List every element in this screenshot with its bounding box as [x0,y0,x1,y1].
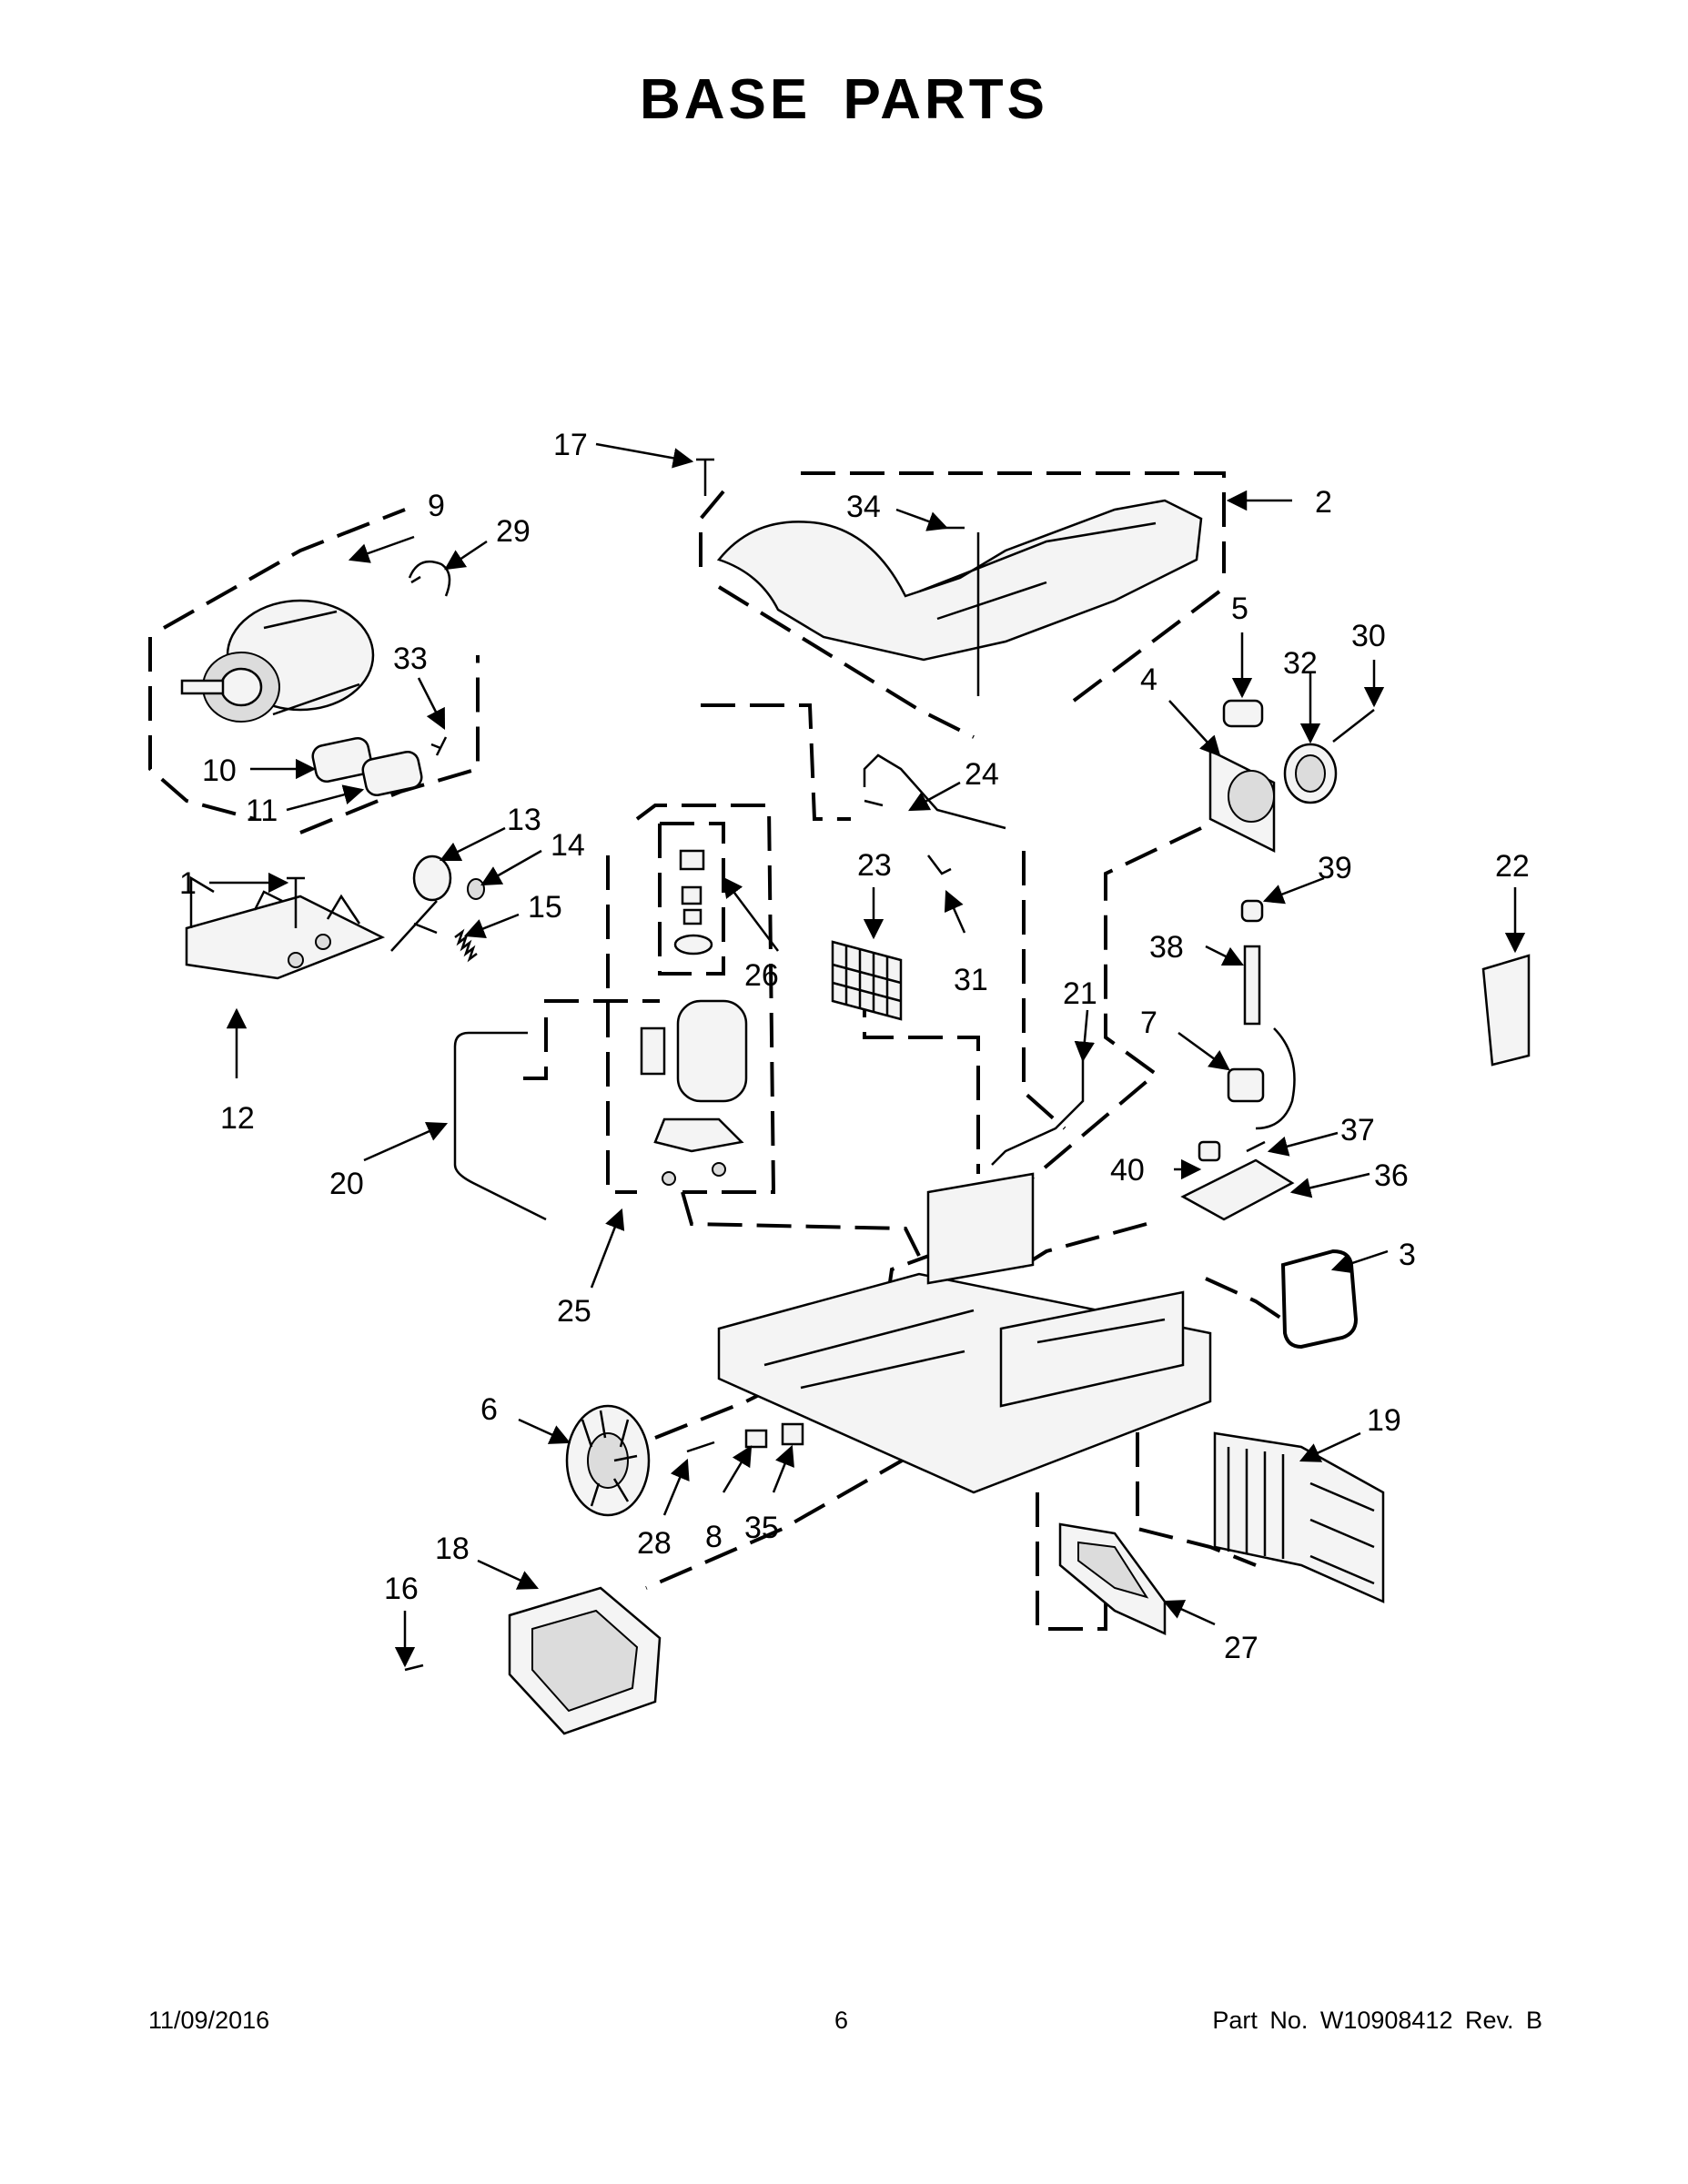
front-shroud-drawing [508,1586,662,1735]
callout-label: 28 [637,1526,672,1561]
spring-drawing [454,928,478,963]
callout-label: 7 [1140,1006,1157,1040]
float-drawing [1198,1140,1221,1162]
callout-label: 14 [551,828,585,863]
callout-label: 25 [557,1294,591,1329]
callout-label: 27 [1224,1631,1258,1665]
callout-label: 20 [329,1167,364,1201]
callout-label: 3 [1399,1238,1416,1272]
callout-label: 1 [179,866,197,901]
valve-parts-drawing [673,849,713,956]
cap-drawing [1240,899,1264,923]
callout-label: 13 [507,803,541,837]
callout-label: 39 [1318,851,1352,885]
float-switch-drawing [1227,1067,1265,1103]
callout-label: 16 [384,1572,419,1606]
callout-label: 24 [965,757,999,792]
callout-label: 11 [246,794,278,828]
fan-housing-bracket-drawing [1208,748,1276,854]
motor-mount-drawing [185,875,386,980]
parts [180,458,1531,1735]
callout-label: 8 [705,1520,723,1554]
thermistor-drawing [927,854,952,875]
callout-label: 34 [846,490,881,524]
top-shroud-drawing [716,499,1203,662]
screw-drawing [430,736,448,756]
drain-pan-drawing [1058,1522,1167,1635]
tube-drawing [991,1046,1085,1166]
callout-label: 38 [1149,930,1184,965]
callout-label: 26 [744,958,779,993]
footer-part-number: Part No. W10908412 Rev. B [1212,2007,1542,2034]
bolt-drawing [287,876,305,928]
page-title: BASE PARTS [639,68,1048,131]
callout-label: 6 [480,1392,498,1427]
leader-lines [209,442,1526,1668]
compressor-drawing [640,999,748,1186]
callout-label: 21 [1063,976,1097,1011]
callout-label: 36 [1374,1158,1409,1193]
callout-label: 18 [435,1532,470,1566]
callout-label: 35 [744,1511,779,1545]
clip-drawing [408,560,451,597]
filter-drawing [831,940,903,1021]
capacitor-drawing [361,750,423,797]
screw-drawing [1332,709,1375,743]
callout-label: 22 [1495,849,1530,884]
callout-label: 9 [428,489,445,523]
callout-label: 12 [220,1101,255,1136]
callout-label: 40 [1110,1153,1145,1188]
callout-label: 32 [1283,646,1318,681]
evaporator-coil-drawing [1213,1431,1385,1603]
callout-labels: 1 2 3 4 5 6 7 8 9 10 11 12 13 14 15 16 1… [179,428,1530,1665]
callout-label: 5 [1231,592,1248,626]
screw-drawing [404,1663,424,1672]
mounting-bracket-drawing [1481,954,1531,1067]
capacitor-drawing [1222,699,1264,728]
bearing-drawing [781,1422,804,1446]
callout-label: 23 [857,848,892,883]
callout-label: 29 [496,514,531,549]
footer-date: 11/09/2016 [148,2007,270,2034]
sensor-rod-drawing [1243,945,1261,1026]
callout-label: 15 [528,890,562,925]
callout-label: 37 [1340,1113,1375,1148]
callout-label: 2 [1315,485,1332,520]
blower-wheel-drawing [565,1404,651,1517]
washer-drawing [467,878,485,900]
tube-drawing [453,1031,547,1221]
callout-label: 4 [1140,662,1157,697]
screw-drawing [1246,1140,1266,1153]
base-pan-drawing [717,1172,1212,1494]
callout-label: 30 [1351,619,1386,653]
callout-label: 17 [553,428,588,462]
idler-pulley-drawing [412,854,452,902]
callout-label: 19 [1367,1403,1401,1438]
callout-label: 31 [954,963,988,997]
bolt-drawing [686,1441,715,1453]
drive-motor-drawing [180,599,375,723]
screw-drawing [696,458,714,496]
tube-drawing [863,753,1006,830]
clip-drawing [744,1429,768,1449]
callout-label: 33 [393,642,428,676]
callout-label: 10 [202,753,237,788]
footer-page-number: 6 [834,2007,849,2034]
